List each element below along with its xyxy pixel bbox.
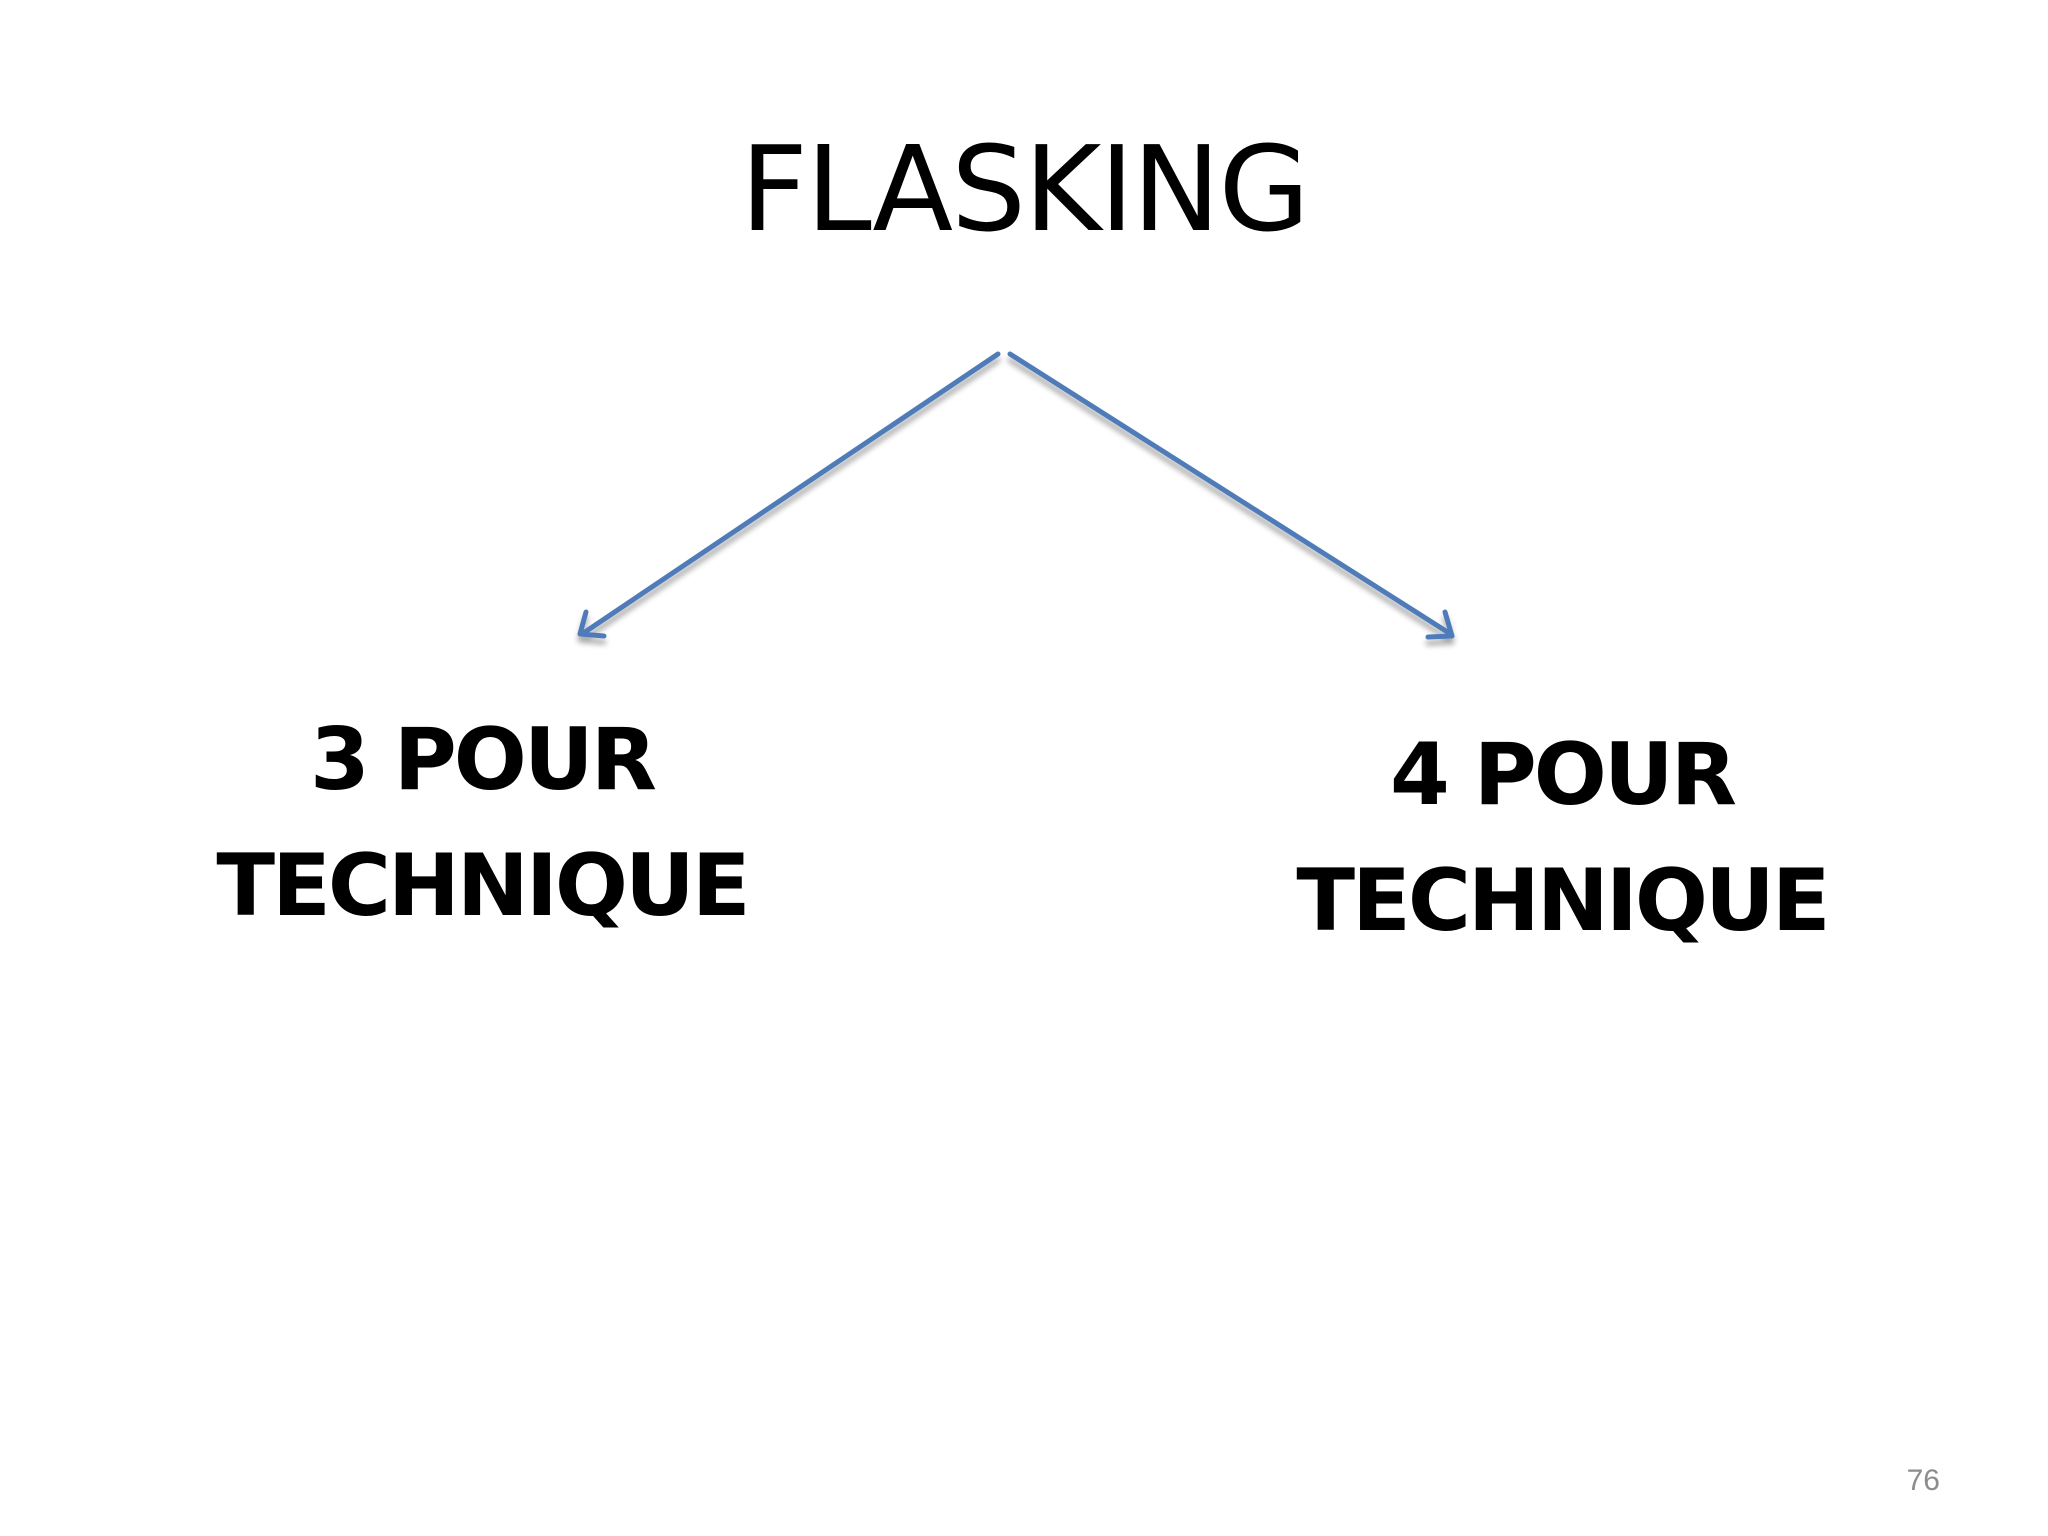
page-number: 76 — [1906, 1464, 1940, 1497]
branch-right-line2: TECHNIQUE — [1296, 851, 1830, 951]
branch-4-pour-technique: 4 POUR TECHNIQUE — [1252, 712, 1872, 964]
branch-3-pour-technique: 3 POUR TECHNIQUE — [172, 697, 792, 949]
right-arrowhead — [1425, 609, 1455, 640]
branch-left-line2: TECHNIQUE — [216, 836, 750, 936]
left-arrowhead — [577, 609, 607, 639]
branch-right-line1: 4 POUR — [1390, 725, 1737, 825]
slide-title: FLASKING — [740, 120, 1310, 258]
right-arrow-line — [1007, 351, 1452, 636]
left-arrow-line — [582, 351, 1001, 635]
branch-left-line1: 3 POUR — [310, 710, 657, 810]
